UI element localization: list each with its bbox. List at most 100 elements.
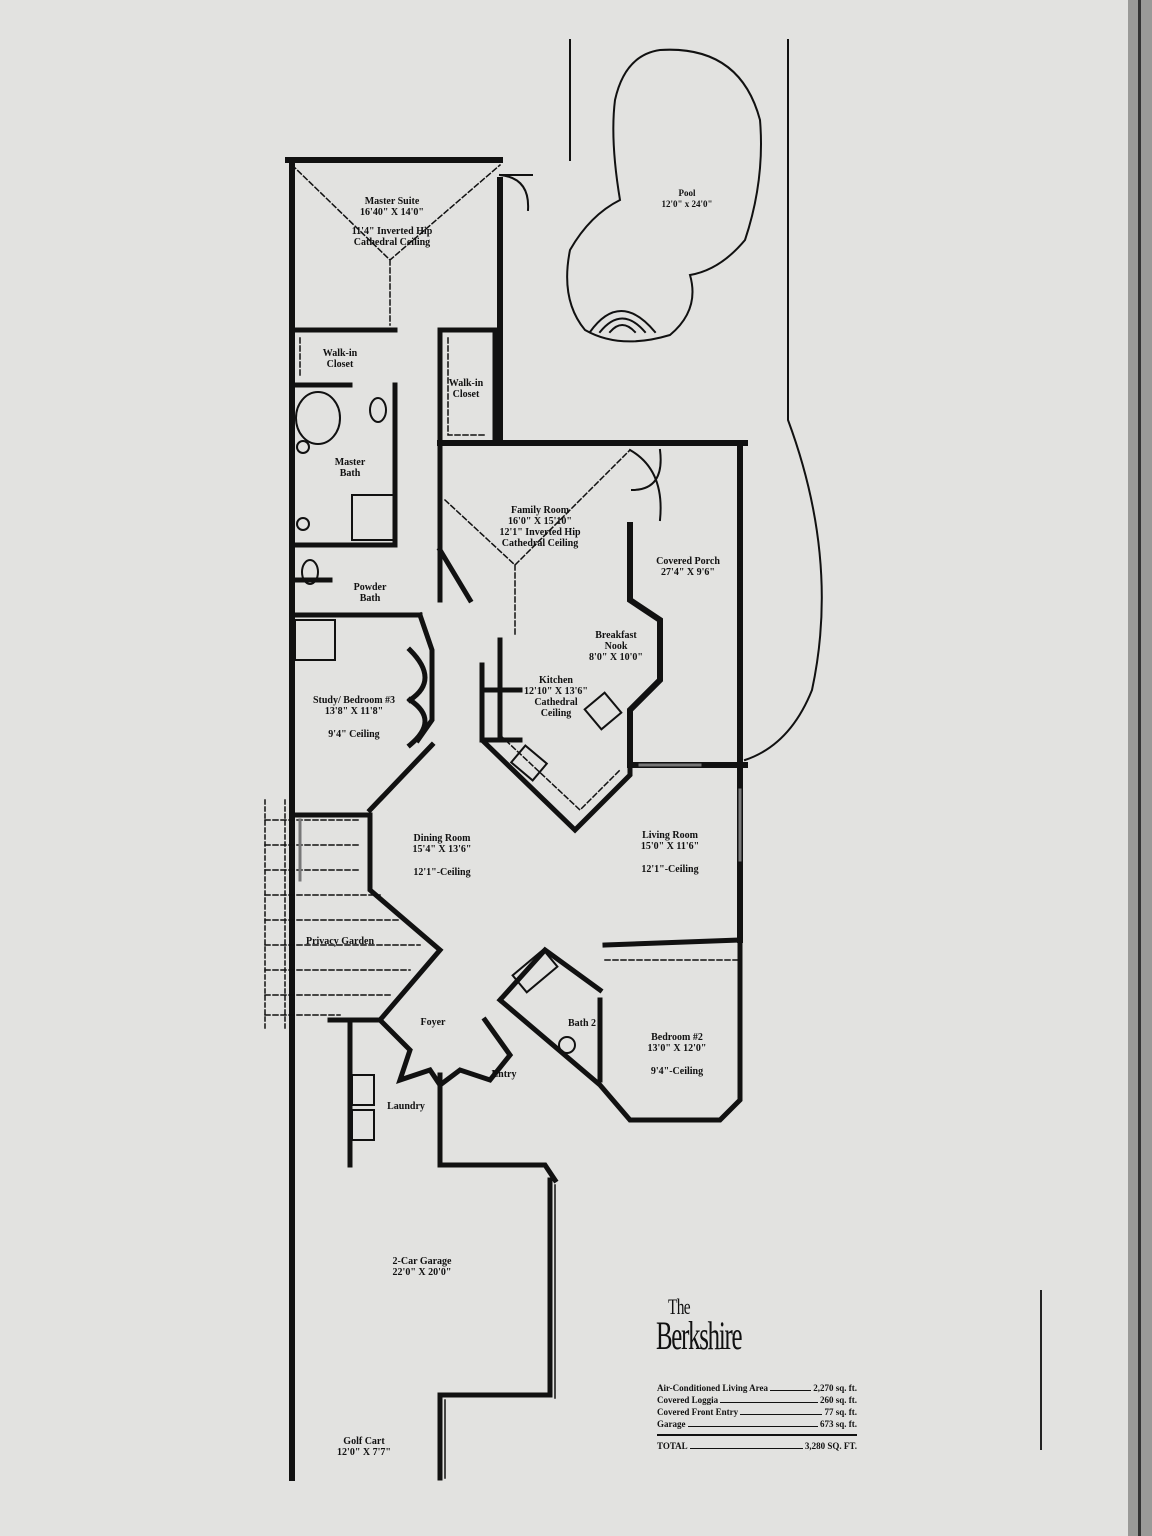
wall	[627, 522, 748, 943]
area-row: Air-Conditioned Living Area 2,270 sq. ft.	[657, 1382, 857, 1394]
room-name: Bath	[339, 468, 361, 479]
room-label-family-room: Family Room 16'0" X 15'10" 12'1" Inverte…	[499, 505, 580, 549]
bath2-tub	[511, 948, 559, 994]
room-label-dining-room: Dining Room 15'4" X 13'6" 12'1"-Ceiling	[413, 833, 472, 878]
room-label-breakfast-nook: Breakfast Nook 8'0" X 10'0"	[589, 630, 643, 663]
binder-edge	[1138, 0, 1141, 1536]
room-name: Breakfast	[595, 630, 637, 641]
room-ceiling: 11'4" Inverted Hip	[351, 226, 433, 237]
total-label: TOTAL	[657, 1441, 688, 1451]
room-ceiling: 9'4"-Ceiling	[650, 1066, 704, 1077]
master-door	[498, 173, 533, 212]
area-label: Air-Conditioned Living Area	[657, 1383, 769, 1393]
plan-title-prefix: The	[668, 1294, 691, 1319]
room-label-golf-cart: Golf Cart 12'0" X 7'7"	[337, 1436, 391, 1458]
area-value: 673 sq. ft.	[819, 1419, 857, 1429]
room-label-pool: Pool 12'0" x 24'0"	[662, 188, 713, 210]
wall	[496, 937, 743, 1123]
room-ceiling: Cathedral	[534, 697, 578, 708]
tub	[295, 391, 341, 445]
room-label-master-bath: Master Bath	[335, 457, 366, 479]
room-dims: 12'10" X 13'6"	[524, 686, 588, 697]
sink-2	[296, 517, 310, 531]
room-name: Bath 2	[567, 1018, 597, 1029]
room-label-bedroom-2: Bedroom #2 13'0" X 12'0" 9'4"-Ceiling	[648, 1032, 707, 1077]
bath2-sink	[558, 1036, 576, 1054]
room-ceiling: 12'1"-Ceiling	[641, 864, 699, 875]
room-ceiling: Cathedral Ceiling	[353, 237, 431, 248]
room-name: Walk-in	[322, 348, 358, 359]
shower-2	[294, 619, 336, 661]
room-ceiling: 12'1" Inverted Hip	[499, 527, 581, 538]
room-dims: 16'40" X 14'0"	[360, 207, 424, 218]
washer	[351, 1074, 375, 1106]
room-label-kitchen: Kitchen 12'10" X 13'6" Cathedral Ceiling	[524, 675, 588, 719]
porch-door	[628, 448, 662, 522]
room-label-walk-in-closet: Walk-in Closet	[323, 348, 357, 370]
wall	[289, 812, 444, 1023]
room-name: Dining Room	[413, 833, 471, 844]
area-label: Garage	[657, 1419, 686, 1429]
area-label: Covered Loggia	[657, 1395, 719, 1405]
wall	[437, 1177, 553, 1481]
room-dims: 8'0" X 10'0"	[589, 652, 643, 663]
room-label-bath-2: Bath 2	[568, 1018, 596, 1029]
cooktop	[509, 744, 549, 782]
margin-line	[1040, 1290, 1042, 1450]
garden-edge	[264, 799, 286, 1031]
room-name: Master	[334, 457, 366, 468]
room-name: Family Room	[510, 505, 570, 516]
counter-edge	[498, 733, 622, 812]
living-windows	[298, 763, 742, 882]
room-ceiling: Cathedral Ceiling	[501, 538, 579, 549]
room-ceiling: 12'1"-Ceiling	[413, 867, 471, 878]
toilet-2	[301, 559, 319, 585]
room-dims: 12'0" x 24'0"	[661, 199, 713, 209]
room-ceiling: 9'4" Ceiling	[328, 729, 380, 740]
pool-outline	[566, 48, 762, 343]
room-name: Kitchen	[539, 675, 573, 686]
lot-line	[569, 39, 823, 762]
room-name: Privacy Garden	[305, 936, 375, 947]
room-name: Covered Porch	[656, 556, 720, 567]
closet-shelf	[299, 337, 486, 436]
room-dims: 15'4" X 13'6"	[412, 844, 472, 855]
area-value: 77 sq. ft.	[824, 1407, 857, 1417]
ceiling-line	[443, 448, 632, 636]
room-name: Closet	[452, 389, 480, 400]
room-name: Walk-in	[448, 378, 484, 389]
garden-pergola	[264, 819, 421, 1016]
wall	[289, 646, 436, 814]
area-value: 2,270 sq. ft.	[813, 1383, 857, 1393]
plan-title: Berkshire	[656, 1313, 742, 1358]
room-name: Master Suite	[364, 196, 420, 207]
wall	[289, 327, 498, 744]
room-name: Living Room	[642, 830, 698, 841]
area-row: Covered Front Entry 77 sq. ft.	[657, 1406, 857, 1418]
room-label-walk-in-closet-2: Walk-in Closet	[449, 378, 483, 400]
room-dims: 15'0" X 11'6"	[640, 841, 700, 852]
shower	[351, 494, 395, 541]
room-name: 2-Car Garage	[392, 1256, 452, 1267]
room-label-covered-porch: Covered Porch 27'4" X 9'6"	[656, 556, 720, 578]
room-name: Powder	[353, 582, 387, 593]
room-name: Entry	[491, 1069, 517, 1080]
room-label-living-room: Living Room 15'0" X 11'6" 12'1"-Ceiling	[641, 830, 699, 875]
area-row: Garage 673 sq. ft.	[657, 1418, 857, 1430]
room-dims: 12'0" X 7'7"	[337, 1447, 391, 1458]
room-name: Golf Cart	[343, 1436, 385, 1447]
wall-hatch	[444, 1184, 556, 1479]
room-dims: 16'0" X 15'10"	[508, 516, 572, 527]
room-ceiling: Ceiling	[540, 708, 572, 719]
room-dims: 13'0" X 12'0"	[647, 1043, 707, 1054]
room-dims: 27'4" X 9'6"	[661, 567, 715, 578]
dryer	[351, 1109, 375, 1141]
room-label-laundry: Laundry	[387, 1101, 425, 1112]
room-name: Bath	[359, 593, 381, 604]
wall	[347, 1016, 559, 1184]
room-label-master-suite: Master Suite 16'40" X 14'0" 11'4" Invert…	[352, 196, 433, 248]
area-label: Covered Front Entry	[657, 1407, 739, 1417]
room-name: Bedroom #2	[651, 1032, 703, 1043]
